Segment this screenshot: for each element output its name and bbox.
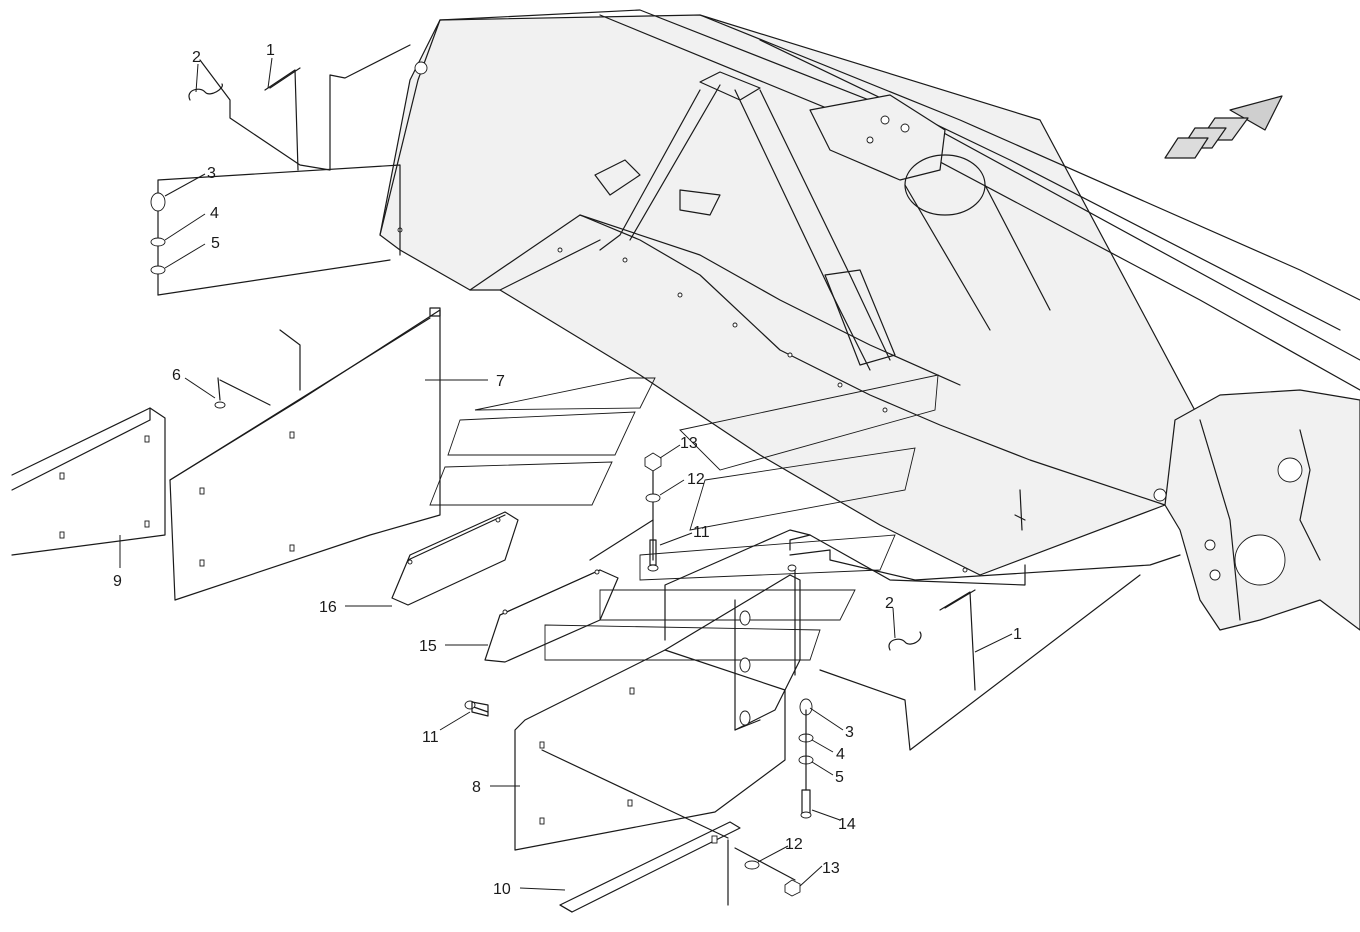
callout-13: 13 — [822, 860, 840, 877]
side-panel-8 — [464, 649, 786, 851]
callout-11: 11 — [693, 524, 710, 541]
callout-4: 4 — [210, 205, 219, 222]
direction-arrow-icon — [1164, 95, 1283, 159]
callout-15: 15 — [419, 638, 437, 655]
callout-13: 13 — [680, 435, 698, 452]
callout-10: 10 — [493, 881, 511, 898]
mounting-bar-10 — [559, 821, 801, 913]
leader-lines — [119, 57, 1013, 891]
callout-16: 16 — [319, 599, 337, 616]
callout-12: 12 — [785, 836, 803, 853]
callout-4: 4 — [836, 746, 845, 763]
lower-right-assembly — [664, 489, 1181, 819]
callout-6: 6 — [172, 367, 181, 384]
upper-pin-assembly — [150, 44, 411, 296]
cover-16 — [391, 511, 519, 606]
callout-1: 1 — [1013, 626, 1022, 643]
callout-3: 3 — [845, 724, 854, 741]
callout-14: 14 — [838, 816, 856, 833]
callout-9: 9 — [113, 573, 122, 590]
fastener-stack-upper — [589, 452, 662, 572]
side-panel-7 — [169, 307, 441, 601]
callout-11: 11 — [422, 729, 439, 746]
callout-5: 5 — [211, 235, 220, 252]
callout-12: 12 — [687, 471, 705, 488]
callout-labels: 1 2 3 4 5 6 7 9 13 12 11 16 15 2 1 11 3 … — [113, 42, 1022, 898]
callout-5: 5 — [835, 769, 844, 786]
callout-2: 2 — [885, 595, 894, 612]
callout-8: 8 — [472, 779, 481, 796]
ghost-outlines — [429, 374, 939, 661]
callout-1: 1 — [266, 42, 275, 59]
cover-15 — [484, 569, 619, 663]
side-panel-9 — [11, 407, 166, 556]
callout-2: 2 — [192, 49, 201, 66]
callout-3: 3 — [207, 165, 216, 182]
main-housing — [379, 9, 1360, 631]
callout-7: 7 — [496, 373, 505, 390]
